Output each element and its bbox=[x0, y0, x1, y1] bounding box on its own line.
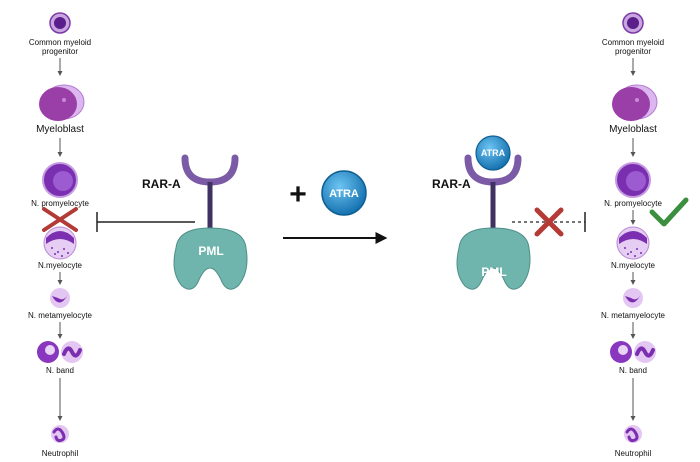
treatment-center: + ATRA bbox=[283, 170, 388, 244]
metamyelocyte-nucleus-icon bbox=[625, 294, 641, 303]
right-progenitor-label-2: progenitor bbox=[615, 47, 651, 56]
atra-label: ATRA bbox=[329, 188, 359, 200]
left-metamyelocyte-label: N. metamyelocyte bbox=[28, 311, 93, 320]
promyelocyte-nucleus-icon bbox=[53, 171, 73, 191]
neutrophil-nucleus-icon bbox=[52, 427, 66, 443]
right-differentiation-column: Common myeloid progenitor Myeloblast N. … bbox=[601, 12, 689, 458]
myelocyte-nucleus-icon bbox=[619, 231, 647, 244]
right-progenitor-label-1: Common myeloid bbox=[602, 38, 664, 47]
metamyelocyte-cell-icon bbox=[623, 288, 643, 308]
band-nucleus-icon bbox=[62, 346, 82, 358]
cross-icon bbox=[42, 207, 78, 232]
myeloblast-cell-icon bbox=[39, 87, 77, 121]
myelocyte-granules-icon bbox=[624, 247, 642, 257]
promyelocyte-nucleus-icon bbox=[626, 171, 646, 191]
right-pml-protein-icon bbox=[456, 227, 531, 290]
left-pml-label: PML bbox=[198, 244, 223, 258]
atra-molecule-icon bbox=[321, 170, 367, 216]
band-nucleus-icon bbox=[635, 346, 655, 358]
myeloblast-nucleolus-icon bbox=[62, 98, 66, 102]
progenitor-nucleus-icon bbox=[627, 17, 639, 29]
left-progenitor-label-1: Common myeloid bbox=[29, 38, 91, 47]
band-cell-1-core-icon bbox=[618, 345, 628, 355]
left-neutrophil-label: Neutrophil bbox=[42, 449, 79, 458]
neutrophil-nucleus-icon bbox=[625, 427, 639, 443]
myelocyte-nucleus-icon bbox=[46, 231, 74, 244]
right-neutrophil-label: Neutrophil bbox=[615, 449, 652, 458]
left-myelocyte-label: N.myelocyte bbox=[38, 261, 83, 270]
left-myeloblast-label: Myeloblast bbox=[36, 124, 84, 135]
right-promyelocyte-label: N. promyelocyte bbox=[604, 199, 662, 208]
check-icon bbox=[649, 197, 689, 227]
right-metamyelocyte-label: N. metamyelocyte bbox=[601, 311, 666, 320]
band-cell-1-core-icon bbox=[45, 345, 55, 355]
right-band-label: N. band bbox=[619, 366, 647, 375]
metamyelocyte-cell-icon bbox=[50, 288, 70, 308]
plus-sign: + bbox=[289, 178, 307, 211]
right-receptor-label: RAR-A bbox=[432, 177, 471, 191]
myelocyte-granules-icon bbox=[51, 247, 69, 257]
cross-icon bbox=[534, 207, 564, 237]
bound-atra-label: ATRA bbox=[481, 148, 506, 158]
left-progenitor-label-2: progenitor bbox=[42, 47, 78, 56]
right-pml-label: PML bbox=[481, 265, 506, 279]
right-receptor-complex: ATRA RAR-A PML bbox=[432, 135, 586, 290]
bound-atra-icon bbox=[475, 135, 511, 171]
left-promyelocyte-label: N. promyelocyte bbox=[31, 199, 89, 208]
right-myelocyte-label: N.myelocyte bbox=[611, 261, 656, 270]
left-pml-protein-icon bbox=[173, 227, 248, 290]
right-myeloblast-label: Myeloblast bbox=[609, 124, 657, 135]
left-receptor-label: RAR-A bbox=[142, 177, 181, 191]
left-differentiation-column: Common myeloid progenitor Myeloblast N. … bbox=[28, 12, 93, 458]
progenitor-nucleus-icon bbox=[54, 17, 66, 29]
left-receptor-complex: RAR-A PML bbox=[96, 154, 248, 290]
myeloblast-nucleolus-icon bbox=[635, 98, 639, 102]
metamyelocyte-nucleus-icon bbox=[52, 294, 68, 303]
myeloblast-cell-icon bbox=[612, 87, 650, 121]
left-band-label: N. band bbox=[46, 366, 74, 375]
left-receptor-cup-icon bbox=[181, 154, 239, 186]
